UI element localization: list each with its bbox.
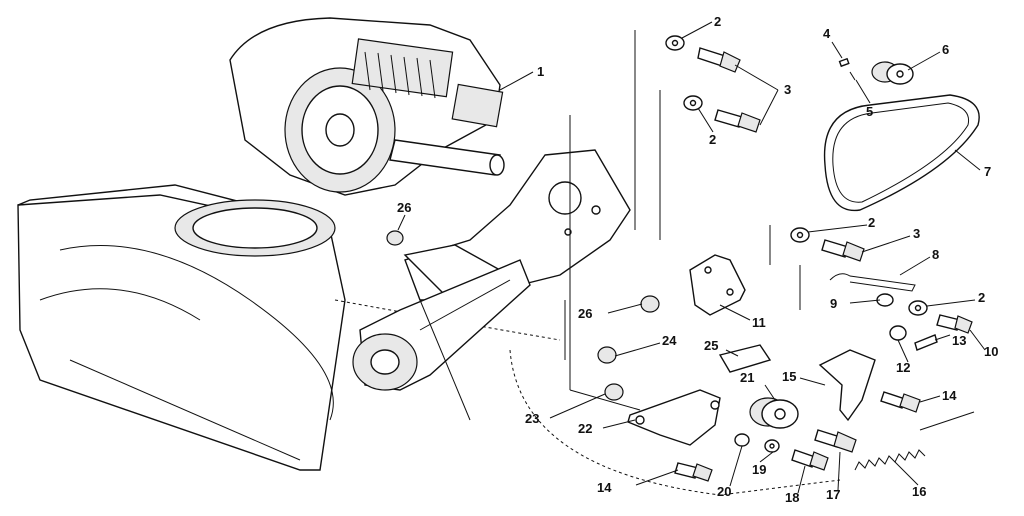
callout-18: 18 — [785, 490, 799, 505]
spring — [854, 411, 975, 471]
engine — [229, 17, 505, 196]
callout-2: 2 — [868, 215, 875, 230]
hardware-bottom — [674, 391, 921, 482]
callout-17: 17 — [826, 487, 840, 502]
callout-12: 12 — [896, 360, 910, 375]
callout-22: 22 — [578, 421, 592, 436]
callout-2: 2 — [714, 14, 721, 29]
callout-24: 24 — [662, 333, 677, 348]
callout-4: 4 — [823, 26, 831, 41]
auger-housing — [17, 184, 561, 471]
callout-9: 9 — [830, 296, 837, 311]
callout-5: 5 — [866, 104, 873, 119]
callout-6: 6 — [942, 42, 949, 57]
callout-7: 7 — [984, 164, 991, 179]
drive-belt — [823, 94, 980, 212]
hardware-top — [665, 35, 761, 133]
callout-25: 25 — [704, 338, 718, 353]
leader-lines — [397, 21, 986, 494]
callout-10: 10 — [984, 344, 998, 359]
callout-3: 3 — [913, 226, 920, 241]
hardware-right — [386, 227, 973, 401]
callout-14: 14 — [597, 480, 612, 495]
callout-1: 1 — [537, 64, 544, 79]
idler-pulley — [749, 397, 799, 429]
rod — [829, 273, 916, 292]
callout-11: 11 — [752, 315, 766, 330]
mount-bracket — [689, 254, 746, 316]
callout-26: 26 — [578, 306, 592, 321]
callout-13: 13 — [952, 333, 966, 348]
callout-labels: 1 2 3 2 4 6 5 7 26 2 3 8 9 2 26 11 10 13… — [397, 14, 998, 505]
callout-3: 3 — [784, 82, 791, 97]
callout-26: 26 — [397, 200, 411, 215]
callout-15: 15 — [782, 369, 796, 384]
callout-20: 20 — [717, 484, 731, 499]
drive-arm — [352, 259, 531, 391]
callout-21: 21 — [740, 370, 754, 385]
guide-lines — [419, 30, 841, 496]
callout-2: 2 — [978, 290, 985, 305]
callout-23: 23 — [525, 411, 539, 426]
idler-bracket — [627, 344, 876, 446]
callout-16: 16 — [912, 484, 926, 499]
callout-8: 8 — [932, 247, 939, 262]
callout-19: 19 — [752, 462, 766, 477]
engine-pulley — [838, 57, 914, 85]
callout-2: 2 — [709, 132, 716, 147]
callout-14: 14 — [942, 388, 957, 403]
